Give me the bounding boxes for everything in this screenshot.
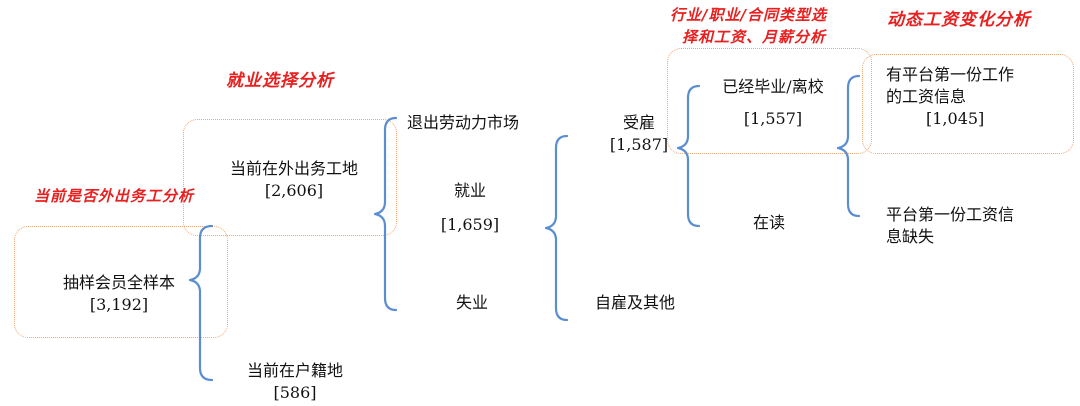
node-hired-count: [1,587] bbox=[609, 135, 669, 154]
node-full-sample: 抽样会员全样本 [3,192] bbox=[44, 272, 194, 316]
node-away-location-label: 当前在外出务工地 bbox=[229, 159, 358, 178]
node-away-location-count: [2,606] bbox=[264, 181, 324, 200]
node-employed: 就业 [1,659] bbox=[420, 180, 520, 236]
node-hired: 受雇 [1,587] bbox=[594, 112, 684, 156]
node-hired-label: 受雇 bbox=[622, 113, 655, 132]
bracket-full-sample bbox=[188, 224, 214, 382]
bracket-graduated bbox=[836, 74, 861, 218]
node-wage-missing-line1: 平台第一份工资信 bbox=[886, 205, 1015, 224]
node-unemployed: 失业 bbox=[456, 293, 489, 312]
bracket-away-location bbox=[373, 116, 398, 312]
highlight-box-wage-info bbox=[862, 54, 1074, 154]
node-graduated: 已经毕业/离校 [1,557] bbox=[698, 76, 848, 130]
annotation-dynamic-wage: 动态工资变化分析 bbox=[887, 10, 1031, 30]
node-wage-info-count: [1,045] bbox=[926, 109, 985, 128]
annotation-industry-line2: 择和工资、月薪分析 bbox=[682, 28, 827, 46]
node-graduated-count: [1,557] bbox=[743, 109, 803, 128]
node-home-location-label: 当前在户籍地 bbox=[246, 361, 343, 380]
node-employed-count: [1,659] bbox=[440, 215, 500, 234]
node-studying: 在读 bbox=[753, 213, 786, 232]
node-self-employed: 自雇及其他 bbox=[595, 293, 676, 312]
node-wage-info: 有平台第一份工作 的工资信息 [1,045] bbox=[886, 64, 1066, 130]
node-home-location: 当前在户籍地 [586] bbox=[230, 360, 360, 404]
node-wage-missing: 平台第一份工资信 息缺失 bbox=[886, 204, 1066, 248]
annotation-industry-line1: 行业/职业/合同类型选 bbox=[670, 6, 827, 24]
node-employed-label: 就业 bbox=[453, 181, 486, 200]
node-wage-info-line2: 的工资信息 bbox=[886, 87, 967, 106]
node-graduated-label: 已经毕业/离校 bbox=[722, 77, 824, 96]
annotation-employment-choice: 就业选择分析 bbox=[226, 71, 334, 91]
node-away-location: 当前在外出务工地 [2,606] bbox=[214, 158, 374, 202]
bracket-employed bbox=[544, 134, 569, 322]
node-full-sample-label: 抽样会员全样本 bbox=[62, 273, 175, 292]
node-full-sample-count: [3,192] bbox=[89, 295, 149, 314]
highlight-box-graduated bbox=[667, 48, 872, 154]
node-home-location-count: [586] bbox=[273, 383, 317, 402]
bracket-hired bbox=[676, 84, 701, 228]
node-exit-labor: 退出劳动力市场 bbox=[407, 113, 520, 132]
highlight-box-full-sample bbox=[14, 226, 228, 338]
highlight-box-away-location bbox=[183, 119, 397, 236]
node-wage-info-line1: 有平台第一份工作 bbox=[886, 65, 1015, 84]
node-wage-missing-line2: 息缺失 bbox=[886, 227, 935, 246]
annotation-currently-away: 当前是否外出务工分析 bbox=[34, 187, 195, 205]
